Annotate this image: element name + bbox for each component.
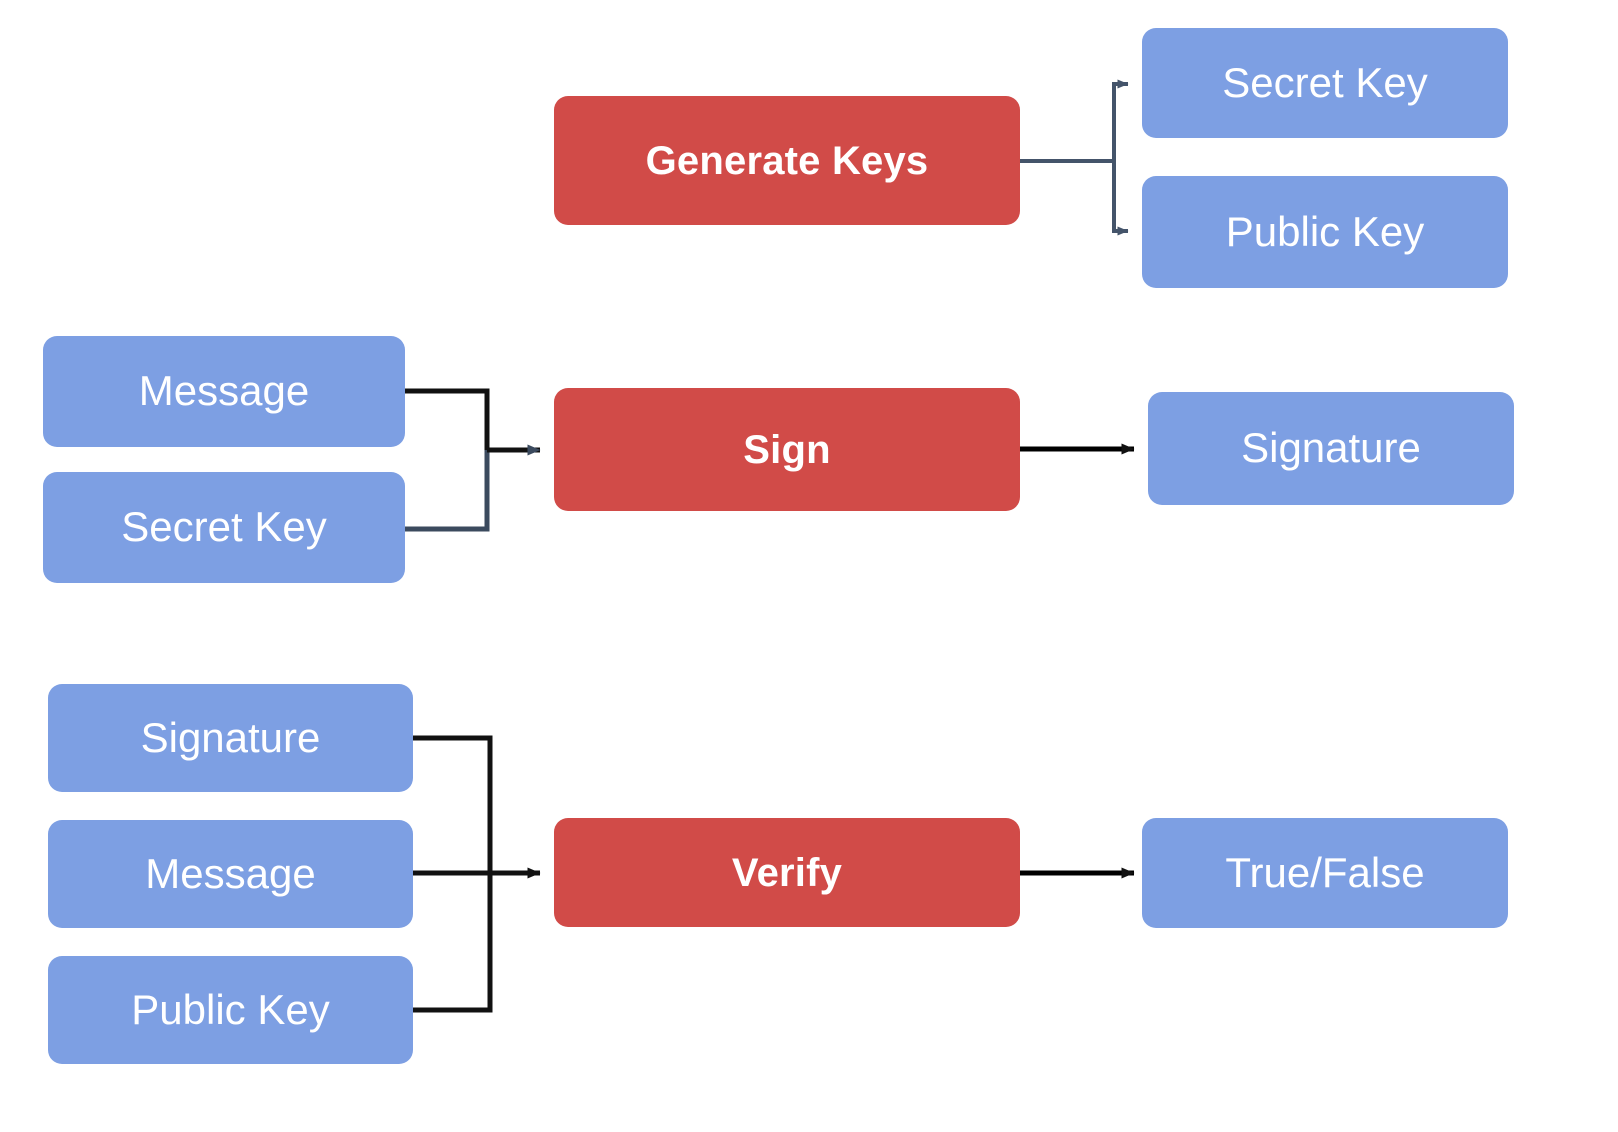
node-signature-output[interactable]: Signature xyxy=(1148,392,1514,505)
node-secret-key-input-label: Secret Key xyxy=(121,503,327,551)
connector-inputs-to-sign xyxy=(405,388,541,532)
node-signature-output-label: Signature xyxy=(1241,424,1421,472)
node-generate-keys[interactable]: Generate Keys xyxy=(554,96,1020,225)
node-public-key-input-label: Public Key xyxy=(131,985,330,1033)
connector-generatekeys-to-keys xyxy=(1020,79,1129,236)
node-message-input-verify-label: Message xyxy=(145,849,316,897)
connector-inputs-to-verify xyxy=(413,735,541,1013)
node-true-false-output[interactable]: True/False xyxy=(1142,818,1508,928)
node-signature-input-label: Signature xyxy=(140,713,321,761)
node-secret-key-input[interactable]: Secret Key xyxy=(43,472,405,583)
node-generate-keys-label: Generate Keys xyxy=(645,138,929,183)
node-sign-label: Sign xyxy=(743,427,831,472)
node-message-input-label: Message xyxy=(138,367,310,415)
node-signature-input[interactable]: Signature xyxy=(48,684,413,792)
node-verify[interactable]: Verify xyxy=(554,818,1020,927)
node-sign[interactable]: Sign xyxy=(554,388,1020,511)
node-public-key-output[interactable]: Public Key xyxy=(1142,176,1508,288)
node-public-key-input[interactable]: Public Key xyxy=(48,956,413,1064)
node-secret-key-output-label: Secret Key xyxy=(1222,58,1428,106)
node-message-input[interactable]: Message xyxy=(43,336,405,447)
node-true-false-output-label: True/False xyxy=(1225,848,1425,896)
node-secret-key-output[interactable]: Secret Key xyxy=(1142,28,1508,138)
node-public-key-output-label: Public Key xyxy=(1225,207,1425,255)
node-message-input-verify[interactable]: Message xyxy=(48,820,413,928)
node-verify-label: Verify xyxy=(731,850,843,895)
